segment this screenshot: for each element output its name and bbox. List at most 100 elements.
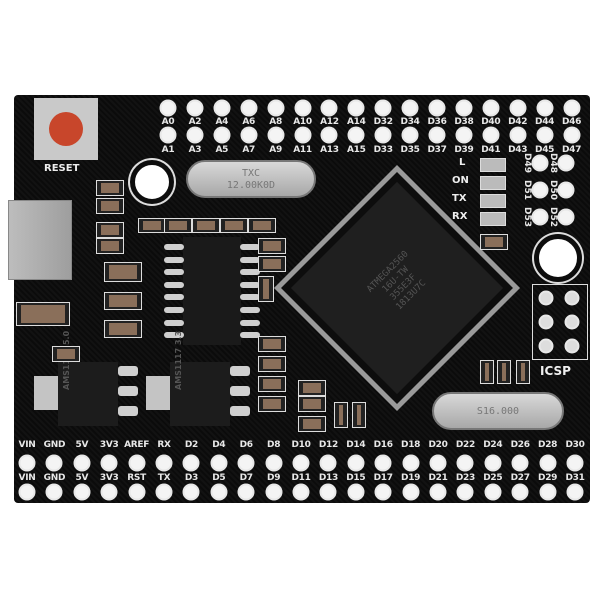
header-pin[interactable]: [186, 99, 204, 117]
header-pin[interactable]: [319, 454, 337, 472]
pin-label: D52: [548, 207, 558, 227]
icsp-pin[interactable]: [564, 338, 580, 354]
header-pin[interactable]: [73, 454, 91, 472]
header-pin[interactable]: [159, 99, 177, 117]
header-pin[interactable]: [45, 454, 63, 472]
header-pin[interactable]: [237, 454, 255, 472]
header-pin[interactable]: [319, 483, 337, 501]
regulator-3v3: AMS1117 3.3: [170, 331, 230, 426]
header-pin[interactable]: [320, 99, 338, 117]
header-pin[interactable]: [563, 126, 580, 144]
header-pin[interactable]: [45, 483, 63, 501]
header-pin[interactable]: [401, 126, 419, 144]
header-pin[interactable]: [347, 99, 365, 117]
header-pin[interactable]: [292, 483, 310, 501]
pin-label: D23: [455, 473, 475, 483]
header-pin[interactable]: [539, 454, 557, 472]
header-pin[interactable]: [213, 126, 231, 144]
header-pin[interactable]: [536, 99, 554, 117]
header-pin[interactable]: [402, 483, 420, 501]
header-pin[interactable]: [128, 483, 146, 501]
pin-label: A15: [347, 145, 366, 155]
header-pin[interactable]: [531, 208, 549, 226]
header-pin[interactable]: [509, 99, 527, 117]
pin-label: A3: [188, 145, 202, 155]
header-pin[interactable]: [374, 454, 392, 472]
header-pin[interactable]: [100, 454, 118, 472]
header-pin[interactable]: [182, 483, 200, 501]
header-pin[interactable]: [566, 483, 584, 501]
header-pin[interactable]: [155, 454, 173, 472]
icsp-pin[interactable]: [564, 314, 580, 330]
header-pin[interactable]: [401, 99, 419, 117]
header-pin[interactable]: [374, 483, 392, 501]
header-pin[interactable]: [455, 126, 473, 144]
header-pin[interactable]: [428, 126, 446, 144]
header-pin[interactable]: [347, 454, 365, 472]
header-pin[interactable]: [531, 181, 549, 199]
pin-label: D14: [346, 440, 366, 450]
header-pin[interactable]: [73, 483, 91, 501]
smd-body: [303, 399, 321, 409]
header-pin[interactable]: [557, 208, 575, 226]
header-pin[interactable]: [482, 99, 500, 117]
reset-button[interactable]: [49, 112, 83, 146]
smd-component: [96, 238, 124, 254]
header-pin[interactable]: [482, 126, 500, 144]
header-pin[interactable]: [265, 454, 283, 472]
header-pin[interactable]: [18, 483, 36, 501]
header-pin[interactable]: [456, 483, 474, 501]
pin-label: A7: [242, 145, 256, 155]
pin-label: D5: [212, 473, 226, 483]
header-pin[interactable]: [186, 126, 204, 144]
header-pin[interactable]: [267, 99, 285, 117]
header-pin[interactable]: [240, 126, 258, 144]
header-pin[interactable]: [531, 154, 549, 172]
header-pin[interactable]: [210, 483, 228, 501]
header-pin[interactable]: [267, 126, 285, 144]
header-pin[interactable]: [159, 126, 177, 144]
header-pin[interactable]: [484, 454, 502, 472]
header-pin[interactable]: [18, 454, 36, 472]
header-pin[interactable]: [539, 483, 557, 501]
header-pin[interactable]: [182, 454, 200, 472]
header-pin[interactable]: [429, 483, 447, 501]
header-pin[interactable]: [509, 126, 527, 144]
header-pin[interactable]: [100, 483, 118, 501]
header-pin[interactable]: [294, 126, 311, 144]
header-pin[interactable]: [347, 126, 365, 144]
smd-body: [303, 383, 321, 393]
header-pin[interactable]: [294, 99, 311, 117]
header-pin[interactable]: [456, 454, 474, 472]
header-pin[interactable]: [557, 154, 575, 172]
header-pin[interactable]: [347, 483, 365, 501]
header-pin[interactable]: [210, 454, 228, 472]
header-pin[interactable]: [511, 483, 529, 501]
header-pin[interactable]: [237, 483, 255, 501]
header-pin[interactable]: [292, 454, 310, 472]
header-pin[interactable]: [402, 454, 420, 472]
header-pin[interactable]: [240, 99, 258, 117]
icsp-pin[interactable]: [538, 290, 554, 306]
header-pin[interactable]: [563, 99, 580, 117]
header-pin[interactable]: [428, 99, 446, 117]
header-pin[interactable]: [484, 483, 502, 501]
header-pin[interactable]: [265, 483, 283, 501]
header-pin[interactable]: [566, 454, 584, 472]
icsp-pin[interactable]: [538, 314, 554, 330]
pin-label: 5V: [75, 473, 89, 483]
header-pin[interactable]: [128, 454, 146, 472]
header-pin[interactable]: [557, 181, 575, 199]
header-pin[interactable]: [429, 454, 447, 472]
icsp-pin[interactable]: [564, 290, 580, 306]
header-pin[interactable]: [536, 126, 554, 144]
header-pin[interactable]: [320, 126, 338, 144]
header-pin[interactable]: [155, 483, 173, 501]
header-pin[interactable]: [213, 99, 231, 117]
icsp-pin[interactable]: [538, 338, 554, 354]
header-pin[interactable]: [455, 99, 473, 117]
header-pin[interactable]: [374, 126, 392, 144]
header-pin[interactable]: [511, 454, 529, 472]
header-pin[interactable]: [374, 99, 392, 117]
pin-label: VIN: [18, 473, 36, 483]
